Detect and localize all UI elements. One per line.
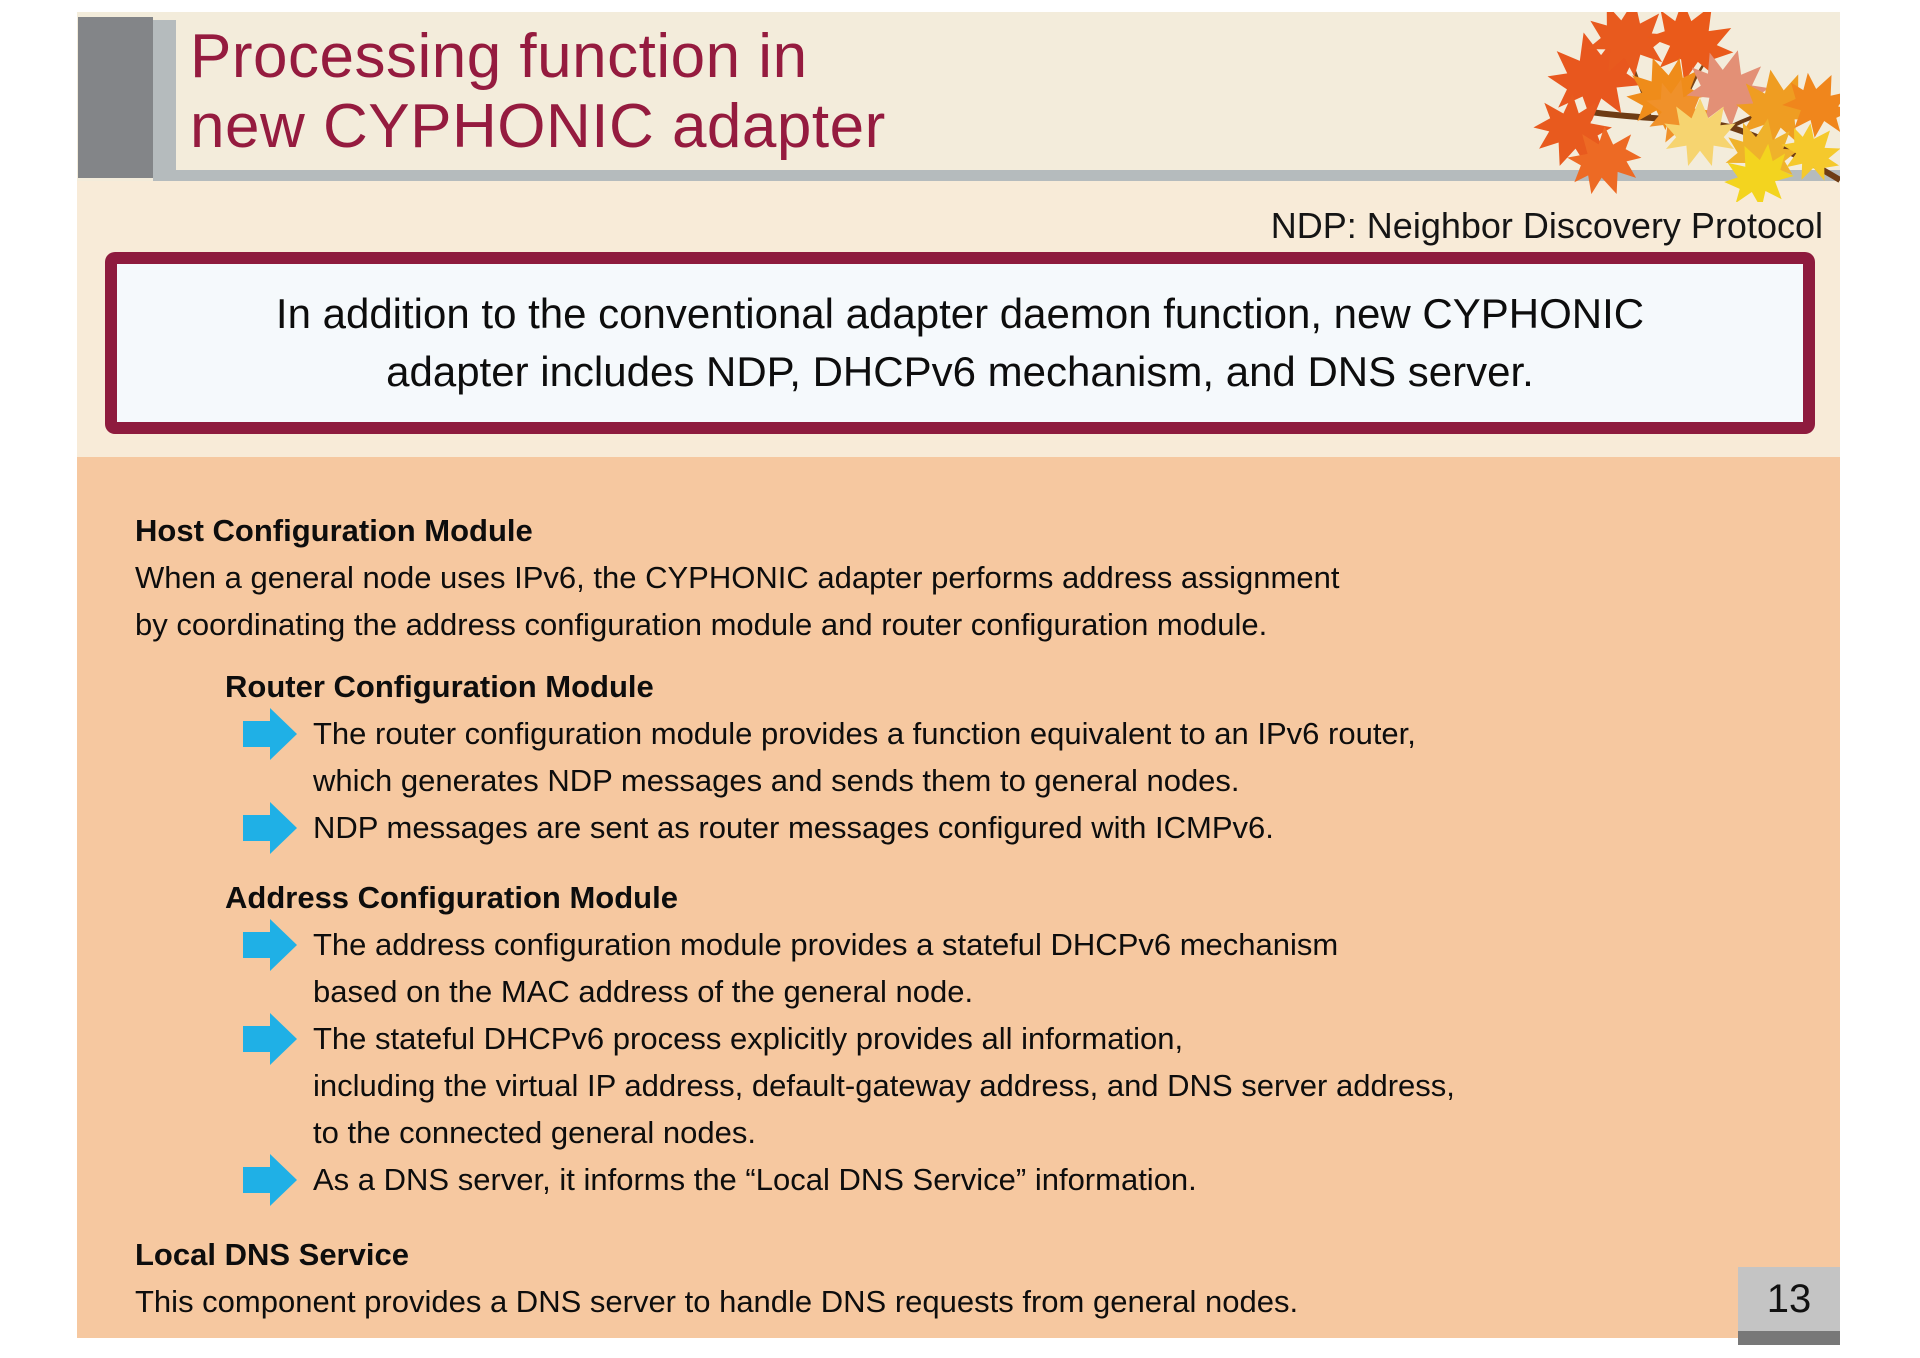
address-bullet-1: The address configuration module provide… <box>243 919 1810 1015</box>
ndp-abbreviation-note: NDP: Neighbor Discovery Protocol <box>1270 205 1823 246</box>
right-arrow-icon <box>243 802 297 854</box>
right-arrow-icon <box>243 1154 297 1206</box>
slide: Processing function in new CYPHONIC adap… <box>77 12 1840 1345</box>
content-area: Host Configuration Module When a general… <box>77 457 1840 1338</box>
address-bullet-2: The stateful DHCPv6 process explicitly p… <box>243 1013 1810 1156</box>
host-configuration-heading: Host Configuration Module <box>135 513 533 548</box>
router-configuration-heading: Router Configuration Module <box>225 669 654 704</box>
page-number-strip <box>1738 1331 1840 1345</box>
address-bullet-3: As a DNS server, it informs the “Local D… <box>243 1154 1810 1206</box>
bullet-text: The address configuration module provide… <box>313 927 1339 1009</box>
router-bullet-1: The router configuration module provides… <box>243 708 1810 804</box>
host-configuration-body: When a general node uses IPv6, the CYPHO… <box>135 560 1340 642</box>
router-bullet-2: NDP messages are sent as router messages… <box>243 802 1810 854</box>
maple-leaves-decoration <box>1530 12 1840 202</box>
address-configuration-heading: Address Configuration Module <box>225 880 678 915</box>
slide-title: Processing function in new CYPHONIC adap… <box>190 22 886 161</box>
summary-highlight-box: In addition to the conventional adapter … <box>105 252 1815 434</box>
right-arrow-icon <box>243 919 297 971</box>
local-dns-heading: Local DNS Service <box>135 1237 409 1272</box>
bullet-text: NDP messages are sent as router messages… <box>313 810 1274 845</box>
bullet-text: As a DNS server, it informs the “Local D… <box>313 1162 1197 1197</box>
header-divider <box>153 170 1840 181</box>
page-number: 13 <box>1738 1267 1840 1331</box>
right-arrow-icon <box>243 1013 297 1065</box>
title-accent-bar <box>153 20 176 182</box>
bullet-text: The stateful DHCPv6 process explicitly p… <box>313 1021 1455 1150</box>
right-arrow-icon <box>243 708 297 760</box>
bullet-text: The router configuration module provides… <box>313 716 1416 798</box>
summary-text: In addition to the conventional adapter … <box>275 290 1645 395</box>
local-dns-body: This component provides a DNS server to … <box>135 1284 1299 1319</box>
title-accent-block <box>78 17 153 178</box>
